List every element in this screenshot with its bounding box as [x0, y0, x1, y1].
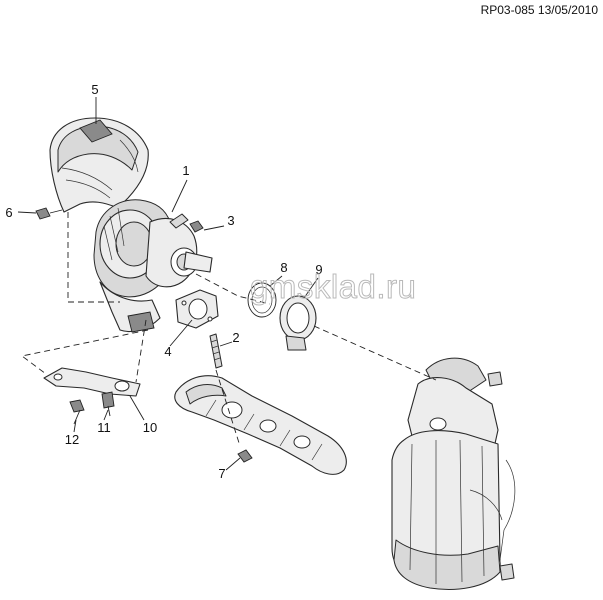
drawing-reference-text: RP03-085 13/05/2010 — [481, 3, 599, 17]
exhaust-manifold-part — [174, 375, 347, 475]
seal-ring-part — [247, 282, 277, 318]
manifold-nut-part — [237, 449, 253, 463]
stud-part — [209, 333, 223, 369]
callout-2: 2 — [232, 330, 239, 345]
turbo-bracket-part — [43, 367, 141, 397]
callout-8: 8 — [280, 260, 287, 275]
callout-7: 7 — [218, 466, 225, 481]
heat-shield-part — [49, 117, 149, 213]
turbocharger-part — [93, 199, 213, 333]
turbo-gasket-part — [175, 289, 219, 329]
callout-3: 3 — [227, 213, 234, 228]
turbo-nut-part — [189, 220, 204, 233]
callout-numbers: 1 2 3 4 5 6 7 8 9 10 11 12 — [5, 82, 322, 481]
shield-bolt-part — [35, 207, 63, 220]
exhaust-clamp-part — [279, 295, 317, 351]
callout-5: 5 — [91, 82, 98, 97]
watermark-text: gmsklad.ru — [250, 268, 416, 305]
callout-leaders — [17, 97, 319, 471]
callout-4: 4 — [164, 344, 171, 359]
callout-11: 11 — [97, 420, 111, 435]
callout-1: 1 — [182, 163, 189, 178]
bracket-bolt-part — [101, 391, 115, 417]
bracket-screw-part — [69, 399, 85, 425]
callout-10: 10 — [143, 420, 157, 435]
assembly-lines — [20, 212, 437, 447]
callout-12: 12 — [65, 432, 79, 447]
catalytic-converter-part — [391, 357, 516, 590]
callout-9: 9 — [315, 262, 322, 277]
callout-6: 6 — [5, 205, 12, 220]
